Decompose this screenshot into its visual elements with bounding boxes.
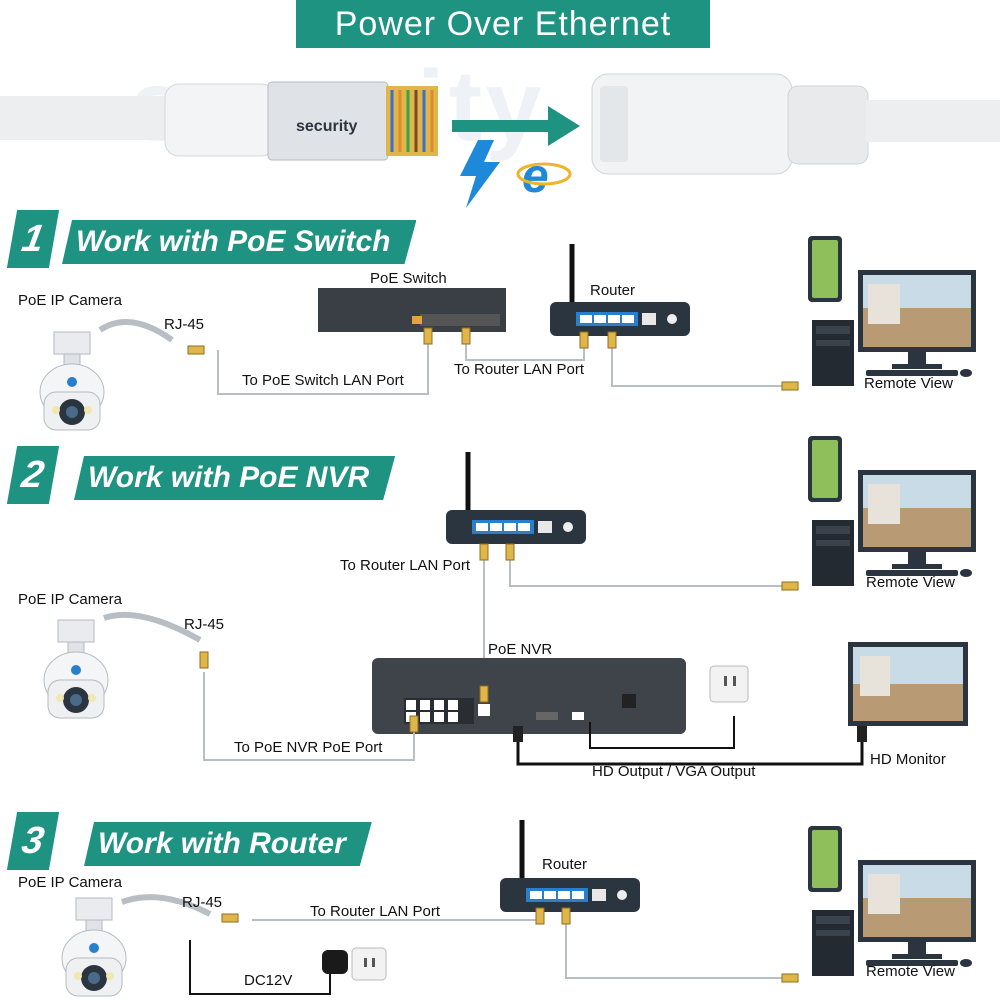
section-2-router-cable-label: To Router LAN Port bbox=[340, 557, 470, 574]
section-2-poe-nvr bbox=[372, 658, 686, 734]
section-2-cable-nvr-label: To PoE NVR PoE Port bbox=[234, 739, 382, 756]
section-1-camera-label: PoE IP Camera bbox=[18, 292, 122, 309]
section-1-camera bbox=[40, 332, 104, 430]
section-2-rj45-label: RJ-45 bbox=[184, 616, 224, 633]
section-2-hd-monitor bbox=[848, 642, 968, 726]
section-2-hdmi-cable bbox=[518, 740, 862, 764]
section-1-switch-label: PoE Switch bbox=[370, 270, 447, 287]
section-3-remote-label: Remote View bbox=[866, 963, 955, 980]
wall-socket-icon bbox=[352, 948, 386, 980]
section-2-rj45-connector bbox=[200, 652, 208, 668]
section-2-monitor-label: HD Monitor bbox=[870, 751, 946, 768]
section-1-rj45-label: RJ-45 bbox=[164, 316, 204, 333]
section-2-nvr-label: PoE NVR bbox=[488, 641, 552, 658]
section-3-cable-router-pc bbox=[566, 912, 786, 978]
power-outlet-icon bbox=[710, 666, 748, 702]
section-3-cable-router-label: To Router LAN Port bbox=[310, 903, 440, 920]
section-1-rj45-connector bbox=[188, 346, 204, 354]
section-1-poe-switch bbox=[318, 288, 506, 332]
section-2-cable-router-pc bbox=[510, 548, 786, 586]
section-1-cable-router-label: To Router LAN Port bbox=[454, 361, 584, 378]
section-1-cable-switch-router bbox=[466, 332, 584, 360]
section-2-remote-pc bbox=[808, 436, 976, 586]
section-2-camera bbox=[44, 620, 108, 718]
section-3-camera bbox=[62, 898, 126, 996]
dc-adapter-icon bbox=[322, 950, 348, 974]
section-1-remote-label: Remote View bbox=[864, 375, 953, 392]
section-1-cable-switch-label: To PoE Switch LAN Port bbox=[242, 372, 404, 389]
section-2-camera-label: PoE IP Camera bbox=[18, 591, 122, 608]
section-1-remote-pc bbox=[808, 236, 976, 386]
section-3-rj45-connector bbox=[222, 914, 238, 922]
section-3-power-label: DC12V bbox=[244, 972, 292, 989]
section-3-remote-pc bbox=[808, 826, 976, 976]
section-2-remote-label: Remote View bbox=[866, 574, 955, 591]
section-3-rj45-label: RJ-45 bbox=[182, 894, 222, 911]
section-3-router-label: Router bbox=[542, 856, 587, 873]
section-1-camera-cable bbox=[100, 322, 172, 340]
section-1-router-label: Router bbox=[590, 282, 635, 299]
section-1-cable-router-pc bbox=[612, 336, 786, 386]
section-2-output-label: HD Output / VGA Output bbox=[592, 763, 755, 780]
section-3-camera-label: PoE IP Camera bbox=[18, 874, 122, 891]
section-2-router bbox=[446, 452, 586, 544]
